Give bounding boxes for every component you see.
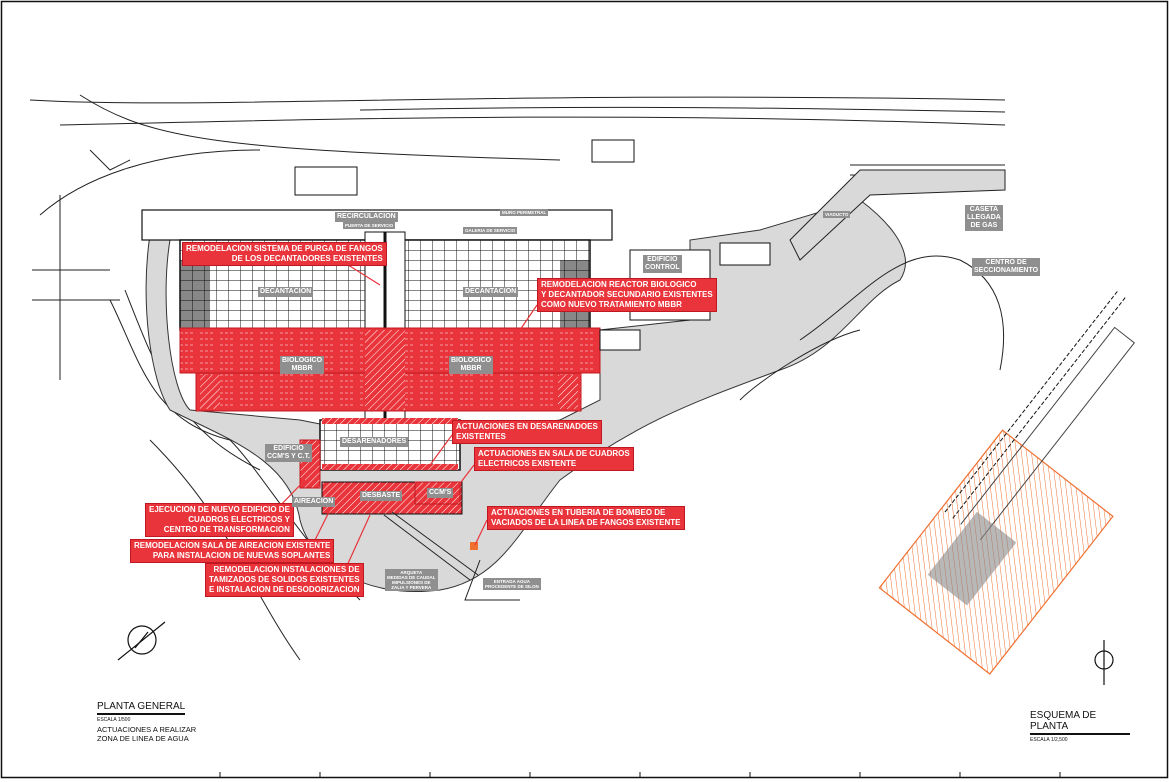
callout-tuberia-bombeo: ACTUACIONES EN TUBERIA DE BOMBEO DE VACI… bbox=[487, 506, 685, 530]
label-puerta-servicio: PUERTA DE SERVICIO bbox=[343, 222, 396, 229]
label-galeria-servicio: GALERIA DE SERVICIO bbox=[463, 227, 518, 234]
label-muro-perimetral: MURO PERIMETRAL bbox=[500, 209, 549, 216]
callout-nuevo-edificio: EJECUCION DE NUEVO EDIFICIO DE CUADROS E… bbox=[145, 503, 294, 537]
callout-reactor-biologico: REMODELACION REACTOR BIOLOGICO Y DECANTA… bbox=[537, 278, 717, 312]
label-desbaste: DESBASTE bbox=[360, 491, 403, 501]
label-biologico-2: BIOLOGICO MBBR bbox=[449, 356, 494, 374]
planta-general-scale: ESCALA 1/500 bbox=[97, 717, 131, 723]
label-decantacion-1: DECANTACION bbox=[258, 287, 314, 297]
label-decantacion-2: DECANTACION bbox=[463, 287, 519, 297]
north-arrow-icon bbox=[117, 621, 166, 661]
planta-general-subtitle: ACTUACIONES A REALIZAR ZONA DE LINEA DE … bbox=[97, 725, 197, 743]
title-block-planta-general: PLANTA GENERAL ESCALA 1/500 ACTUACIONES … bbox=[97, 701, 196, 743]
callout-tamizados: REMODELACION INSTALACIONES DE TAMIZADOS … bbox=[205, 563, 364, 597]
esquema-scale: ESCALA 1/2,500 bbox=[1030, 737, 1068, 743]
callout-sala-aireacion: REMODELACION SALA DE AIREACION EXISTENTE… bbox=[130, 539, 335, 563]
label-ccms: CCM'S bbox=[427, 488, 454, 498]
label-entrada-agua: ENTRADA AGUA PROCEDENTE DE SILON bbox=[483, 578, 541, 590]
planta-general-title: PLANTA GENERAL bbox=[97, 701, 186, 715]
label-arqueta: ARQUETA MEDIDAS DE CAUDAL IMPULSIONES DE… bbox=[385, 569, 438, 591]
label-viaducto: VIADUCTO bbox=[823, 211, 851, 218]
north-arrow-inset-icon bbox=[1094, 640, 1114, 685]
label-centro-seccionamiento: CENTRO DE SECCIONAMIENTO bbox=[972, 258, 1041, 276]
title-block-esquema: ESQUEMA DE PLANTA ESCALA 1/2,500 bbox=[1030, 710, 1130, 743]
label-biologico-1: BIOLOGICO MBBR bbox=[280, 356, 325, 374]
label-recirculacion: RECIRCULACION bbox=[335, 212, 398, 222]
callout-purga-fangos: REMODELACION SISTEMA DE PURGA DE FANGOS … bbox=[182, 242, 387, 266]
label-desarenadores: DESARENADORES bbox=[340, 437, 409, 447]
label-edificio-ccm: EDIFICIO CCM'S Y C.T. bbox=[265, 444, 313, 462]
label-caseta-gas: CASETA LLEGADA DE GAS bbox=[965, 205, 1003, 231]
esquema-title: ESQUEMA DE PLANTA bbox=[1030, 710, 1130, 735]
label-aireacion: AIREACION bbox=[292, 497, 336, 507]
callout-desarenadores: ACTUACIONES EN DESARENADOES EXISTENTES bbox=[452, 420, 602, 444]
label-edificio-control: EDIFICIO CONTROL bbox=[643, 255, 682, 273]
callout-sala-cuadros: ACTUACIONES EN SALA DE CUADROS ELECTRICO… bbox=[474, 447, 634, 471]
